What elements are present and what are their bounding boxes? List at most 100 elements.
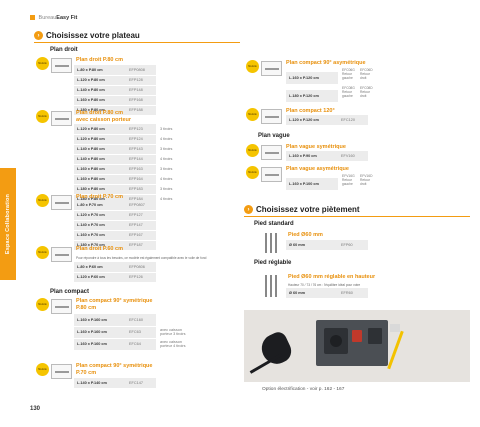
leg-icon — [265, 233, 277, 253]
product-plan-droit-80: Modèle présenté Plan droit P.80 cm — [36, 57, 236, 73]
product-plan-droit-70: Modèle présenté Plan droit P.70 cm — [36, 194, 236, 210]
breadcrumb-product: Easy Fit — [56, 15, 78, 21]
product-compact-90-sym-70: Modèle présenté Plan compact 90° symétri… — [36, 363, 236, 379]
power-socket-icon — [324, 328, 348, 354]
breadcrumb-brand: Bureau — [38, 15, 57, 21]
model-badge: Modèle présenté — [36, 57, 49, 70]
product-title: Pied Ø60 mm — [288, 232, 323, 238]
product-compact-120: Modèle présenté Plan compact 120° — [246, 108, 466, 124]
product-thumbnail — [261, 109, 282, 124]
table-cell-dim: L.180 x P.120 cm — [286, 90, 338, 102]
model-badge: Modèle présenté — [36, 298, 49, 311]
product-thumbnail — [51, 364, 72, 379]
network-plug-icon — [390, 324, 400, 332]
product-title: Plan droit P.60 cm — [76, 246, 123, 252]
product-thumbnail — [51, 111, 72, 126]
chevron-right-icon: › — [244, 205, 253, 214]
product-plan-droit-60: Modèle présenté Plan droit P.60 cm Pour … — [36, 246, 236, 262]
model-badge: Modèle présenté — [246, 60, 259, 73]
leg-icon — [265, 275, 277, 297]
product-thumbnail — [51, 58, 72, 73]
breadcrumb: Bureau Easy Fit — [30, 15, 77, 21]
product-title: Plan vague symétrique — [286, 144, 346, 150]
model-badge: Modèle présenté — [246, 144, 259, 157]
section-divider — [244, 216, 470, 217]
product-note: Hauteur 70 / 73 / 76 cm : l'équilibre id… — [288, 283, 361, 287]
model-badge: Modèle présenté — [36, 194, 49, 207]
model-badge: Modèle présenté — [36, 363, 49, 376]
subheading-pied-standard: Pied standard — [254, 221, 294, 227]
section-title-pietement: › Choisissez votre piètement — [244, 205, 360, 214]
product-note: Pour répondre à tous les besoins, ce mod… — [76, 256, 207, 260]
product-title: Plan droit P.80 cm — [76, 57, 123, 63]
model-badge: Modèle présenté — [36, 110, 49, 123]
table-cell-dim: L.160 x P.100 cm — [286, 178, 338, 190]
product-thumbnail — [261, 145, 282, 160]
subheading-plan-droit: Plan droit — [50, 47, 78, 53]
product-vague-sym: Modèle présenté Plan vague symétrique — [246, 144, 466, 160]
photo-caption: Option électrification - voir p. 162 - 1… — [262, 387, 345, 392]
model-badge: Modèle présenté — [246, 108, 259, 121]
subheading-plan-compact: Plan compact — [50, 289, 90, 295]
product-thumbnail — [261, 167, 282, 182]
model-badge: Modèle présenté — [36, 246, 49, 259]
product-title: Plan compact 120° — [286, 108, 335, 114]
product-title: Plan vague asymétrique — [286, 166, 349, 172]
subheading-pied-reglable: Pied réglable — [254, 260, 292, 266]
brand-square-icon — [30, 15, 35, 20]
section-title-pietement-text: Choisissez votre piètement — [256, 205, 360, 214]
subheading-plan-vague: Plan vague — [258, 133, 290, 139]
chevron-right-icon: › — [34, 31, 43, 40]
sidebar-label: Espace Collaboration — [5, 193, 11, 255]
product-thumbnail — [51, 195, 72, 210]
table-cell-dim: L.160 x P.120 cm — [286, 72, 338, 84]
section-title-plateau: › Choisissez votre plateau — [34, 31, 140, 40]
section-title-plateau-text: Choisissez votre plateau — [46, 31, 140, 40]
product-title: Pied Ø60 mm réglable en hauteur — [288, 274, 376, 280]
sidebar-tab: Espace Collaboration — [0, 168, 16, 280]
